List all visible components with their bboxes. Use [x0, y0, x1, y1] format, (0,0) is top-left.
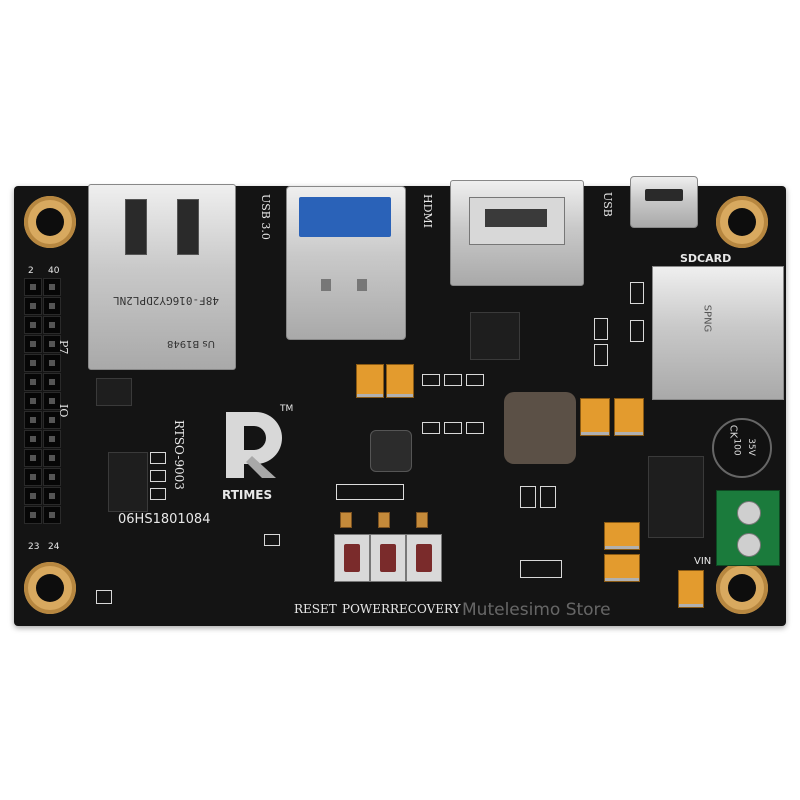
tantalum-cap-1: [356, 364, 384, 398]
store-watermark: Mutelesimo Store: [462, 600, 611, 620]
pin-label-23: 23: [28, 542, 40, 552]
tantalum-cap-4: [614, 398, 644, 436]
tantalum-cap-5: [604, 522, 640, 550]
hdmi-port: [450, 180, 584, 286]
vin-label: VIN: [694, 556, 712, 567]
recovery-button[interactable]: [406, 534, 442, 582]
tantalum-cap-3: [580, 398, 610, 436]
usb30-label: USB 3.0: [259, 194, 272, 240]
ethernet-text-cert: Us B1948: [166, 338, 215, 349]
logo-brand: RTIMES: [222, 488, 273, 502]
usb3-tongue: [299, 197, 391, 237]
logo-tm: TM: [280, 404, 294, 414]
power-button[interactable]: [370, 534, 406, 582]
power-terminal-block: [716, 490, 780, 566]
io-label: IO: [57, 404, 70, 418]
tantalum-cap-6: [604, 554, 640, 582]
tantalum-cap-7: [678, 570, 704, 608]
usb-label: USB: [601, 192, 614, 217]
hdmi-label: HDMI: [421, 194, 434, 229]
inductor-small: [370, 430, 412, 472]
sdcard-label: SDCARD: [680, 252, 732, 265]
pin-label-40: 40: [48, 266, 60, 276]
usb3-port: [286, 186, 406, 340]
recovery-label: RECOVERY: [390, 602, 461, 616]
model-label: RTSO-9003: [172, 420, 186, 490]
mounting-hole-bottom-right: [716, 562, 768, 614]
ic-small-1: [96, 378, 132, 406]
ethernet-led-left: [125, 199, 147, 255]
p7-label: P7: [57, 340, 70, 355]
ic-qfn: [470, 312, 520, 360]
ethernet-jack: Us B1948 48F-016GY2DPL2NL: [88, 184, 236, 370]
ethernet-text-part: 48F-016GY2DPL2NL: [113, 294, 219, 307]
mounting-hole-bottom-left: [24, 562, 76, 614]
gpio-header: [24, 278, 64, 538]
pin-header-small: [336, 484, 404, 500]
rtimes-logo-icon: [222, 408, 284, 480]
sdcard-slot: SPNG: [652, 266, 784, 400]
micro-usb-port: [630, 176, 698, 228]
pin-label-2: 2: [28, 266, 34, 276]
ic-soic: [108, 452, 148, 512]
mounting-hole-top-right: [716, 196, 768, 248]
serial-label: 06HS1801084: [118, 512, 211, 527]
ethernet-led-right: [177, 199, 199, 255]
pin-label-24: 24: [48, 542, 60, 552]
reset-label: RESET: [294, 602, 337, 616]
mounting-hole-top-left: [24, 196, 76, 248]
power-label: POWER: [342, 602, 391, 616]
tantalum-cap-2: [386, 364, 414, 398]
electrolytic-capacitor: CK 100 35V: [712, 418, 772, 478]
sdcard-slot-text: SPNG: [701, 304, 713, 333]
voltage-regulator: [648, 456, 704, 538]
power-inductor: [504, 392, 576, 464]
reset-button[interactable]: [334, 534, 370, 582]
